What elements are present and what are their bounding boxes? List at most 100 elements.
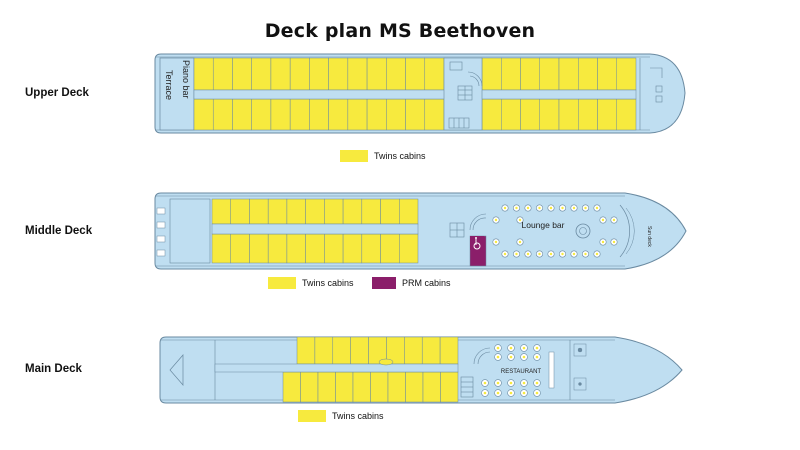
twin-cabin	[286, 233, 306, 264]
lounge-chair	[601, 240, 605, 244]
twin-cabin	[249, 198, 269, 225]
twin-cabin	[270, 57, 291, 91]
lounge-chair	[584, 252, 587, 256]
twin-cabin	[347, 57, 368, 91]
main-deck-plan: RESTAURANT	[159, 336, 683, 404]
restaurant-chair	[496, 391, 500, 395]
twin-cabin	[399, 198, 419, 225]
lounge-chair	[494, 240, 498, 244]
twin-cabin	[558, 98, 579, 131]
restaurant-chair	[496, 355, 500, 359]
twin-cabin	[422, 371, 441, 403]
twin-cabin	[251, 98, 272, 131]
twin-cabin	[309, 98, 329, 131]
restaurant-chair	[522, 381, 526, 385]
twin-cabin	[380, 233, 400, 264]
legend-label: Twins cabins	[332, 411, 384, 421]
twin-cabin	[616, 98, 637, 131]
upper-deck-label: Upper Deck	[25, 87, 89, 99]
twin-cabin	[424, 57, 445, 91]
twin-cabin	[405, 371, 424, 403]
twin-cabin	[211, 233, 231, 264]
twin-cabin	[328, 98, 349, 131]
prm-swatch	[372, 277, 396, 289]
piano-bar-label: Piano bar	[181, 60, 191, 99]
lounge-chair	[503, 252, 507, 256]
upper-deck-plan: Piano bar Terrace	[154, 53, 686, 134]
twin-cabin	[404, 336, 423, 365]
bow-sun-deck-label: Sun deck	[646, 226, 652, 247]
twin-cabin	[578, 57, 598, 91]
middle-deck-label: Middle Deck	[25, 225, 93, 237]
lounge-chair	[494, 218, 498, 222]
stern-furniture	[156, 207, 166, 257]
twin-cabin	[347, 98, 368, 131]
twins-swatch	[268, 277, 296, 289]
bow-details	[639, 58, 663, 130]
twin-cabin	[361, 198, 381, 225]
twin-cabin	[386, 98, 406, 131]
twin-cabin	[324, 233, 344, 264]
twin-cabin	[520, 98, 540, 131]
restaurant-tables	[481, 344, 541, 397]
upper-cabin-block	[193, 57, 637, 131]
legend-label: PRM cabins	[402, 278, 451, 288]
restaurant-chair	[535, 381, 539, 385]
twin-cabin	[539, 57, 560, 91]
staircase-icon	[449, 213, 487, 238]
twin-cabin	[380, 198, 400, 225]
lounge-chair	[518, 218, 522, 222]
twin-cabin	[366, 57, 387, 91]
twin-cabin	[317, 371, 336, 403]
lounge-dance-floor	[575, 223, 591, 239]
lounge-chair	[518, 240, 522, 244]
twin-cabin	[270, 98, 291, 131]
twin-cabin	[267, 233, 288, 264]
twin-cabin	[597, 98, 617, 131]
twin-cabin	[501, 57, 521, 91]
lounge-chair	[612, 218, 616, 222]
twin-cabin	[539, 98, 560, 131]
twin-cabin	[289, 98, 310, 131]
twin-cabin	[232, 98, 252, 131]
twin-cabin	[332, 336, 351, 365]
legend-label: Twins cabins	[302, 278, 354, 288]
twin-cabin	[251, 57, 272, 91]
twin-cabin	[361, 233, 381, 264]
twin-cabin	[481, 57, 502, 91]
twin-cabin	[439, 336, 459, 365]
lounge-chair	[572, 252, 576, 256]
restaurant-chair	[483, 381, 487, 385]
lounge-chair	[515, 252, 518, 256]
twin-cabin	[193, 98, 214, 131]
wheelchair-icon	[470, 236, 484, 250]
twin-cabin	[350, 336, 369, 365]
lounge-seating	[492, 204, 618, 258]
twin-cabin	[597, 57, 617, 91]
twin-cabin	[230, 233, 250, 264]
twin-cabin	[370, 371, 389, 403]
lounge-chair	[584, 206, 587, 210]
twin-cabin	[300, 371, 319, 403]
lounge-chair	[561, 206, 564, 210]
restaurant-label: RESTAURANT	[501, 369, 542, 375]
twin-cabin	[267, 198, 288, 225]
twin-cabin	[289, 57, 310, 91]
twin-cabin	[387, 371, 406, 403]
lounge-chair	[515, 206, 518, 210]
middle-deck-plan: Lounge bar Sun deck	[154, 192, 687, 270]
twin-cabin	[405, 98, 426, 131]
main-deck-label: Main Deck	[25, 363, 82, 375]
twin-cabin	[211, 198, 231, 225]
restaurant-chair	[496, 381, 500, 385]
restaurant-chair	[496, 346, 500, 350]
page-title: Deck plan MS Beethoven	[264, 20, 536, 42]
middle-cabin-block	[211, 198, 419, 264]
twin-cabin	[296, 336, 316, 365]
staircase-icon	[460, 347, 491, 398]
twin-cabin	[212, 57, 233, 91]
restaurant-chair	[522, 355, 526, 359]
twin-cabin	[501, 98, 521, 131]
twin-cabin	[324, 198, 344, 225]
twin-cabin	[305, 233, 325, 264]
